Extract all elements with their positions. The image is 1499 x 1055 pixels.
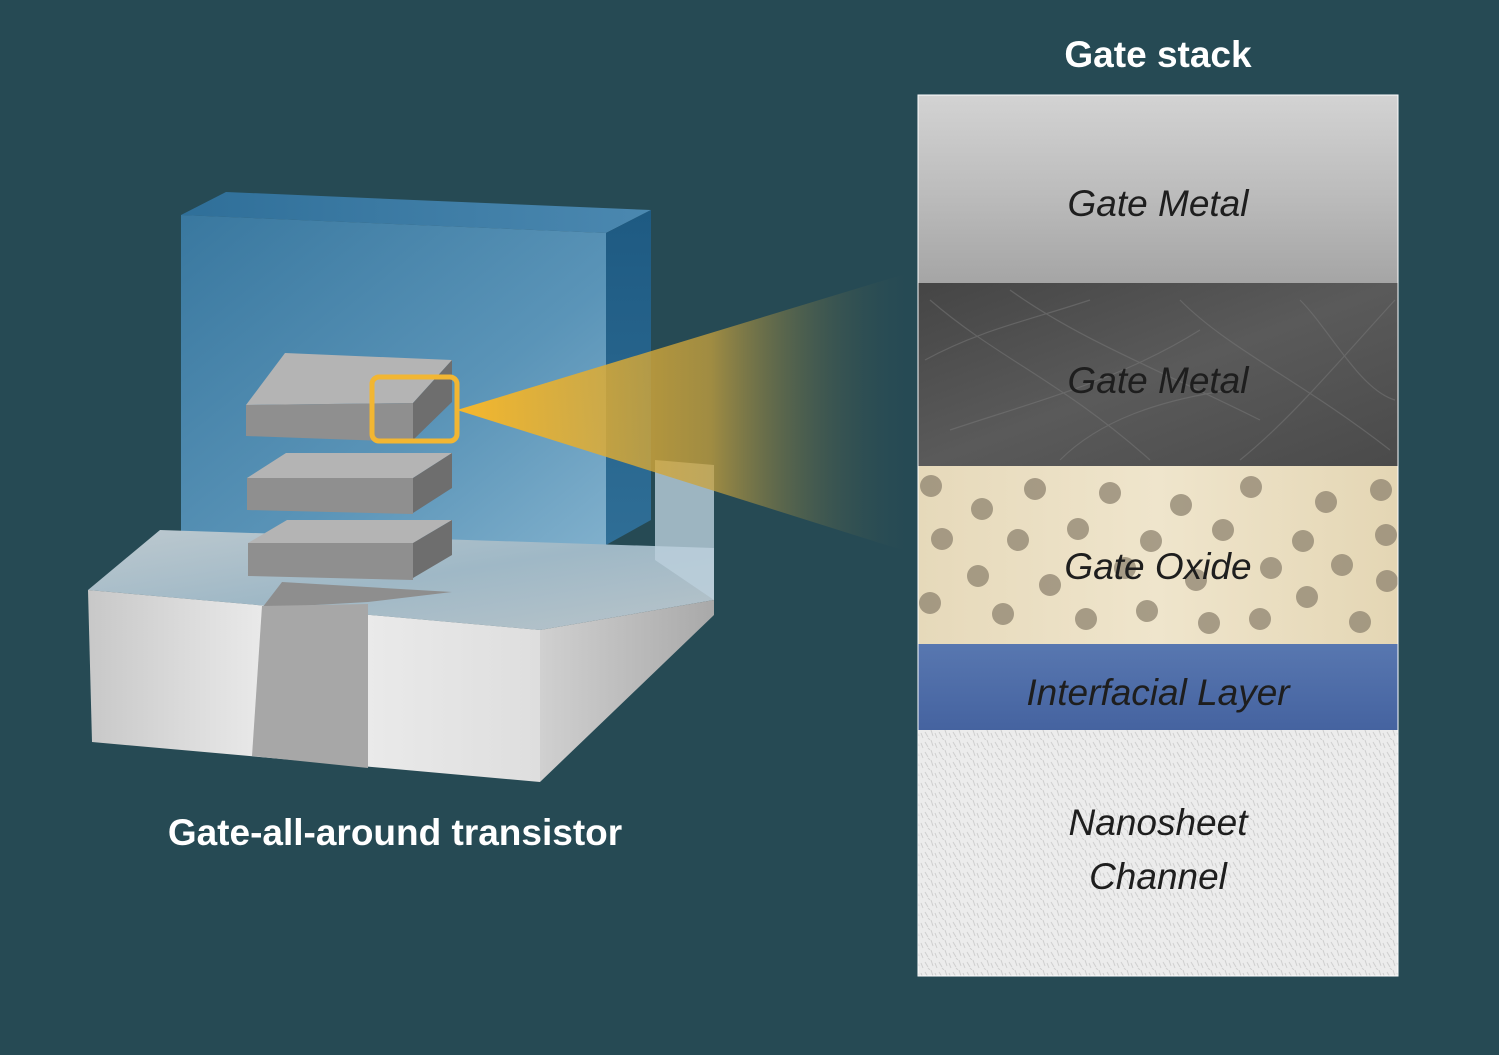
base-block-top bbox=[88, 530, 714, 630]
nanosheet-2 bbox=[247, 453, 452, 514]
gate-metal-2-texture bbox=[924, 289, 1396, 461]
gate-stack-panel bbox=[917, 94, 1399, 977]
nanosheet-1 bbox=[246, 353, 452, 442]
nanosheet-channel-label-line-1: Nanosheet bbox=[1068, 802, 1248, 843]
gate-metal-2-label: Gate Metal bbox=[1067, 360, 1249, 401]
gate-metal-1-layer bbox=[918, 95, 1398, 283]
nanosheet-channel-label-line-2: Channel bbox=[1089, 856, 1227, 897]
gate-stack-title: Gate stack bbox=[1064, 34, 1252, 75]
channel-fin-front bbox=[252, 604, 368, 768]
gate-block-top bbox=[181, 192, 651, 233]
gate-oxide-particles bbox=[919, 475, 1398, 634]
nanosheet-channel-layer bbox=[918, 730, 1398, 976]
interfacial-layer-layer bbox=[918, 644, 1398, 730]
gate-metal-2-layer bbox=[918, 283, 1398, 466]
base-block-side bbox=[540, 600, 714, 782]
gate-oxide-label: Gate Oxide bbox=[1064, 546, 1252, 587]
gate-metal-1-label: Gate Metal bbox=[1067, 183, 1249, 224]
interfacial-layer-label: Interfacial Layer bbox=[1026, 672, 1290, 713]
transistor-caption: Gate-all-around transistor bbox=[167, 812, 623, 853]
gate-stack-border bbox=[917, 94, 1399, 977]
nanosheet-3 bbox=[248, 520, 452, 580]
base-block-back-wall bbox=[655, 460, 714, 600]
zoom-cone bbox=[457, 270, 918, 555]
channel-fin-top bbox=[262, 582, 452, 608]
zoom-highlight-box bbox=[369, 374, 460, 444]
transistor-3d-model bbox=[88, 192, 918, 782]
